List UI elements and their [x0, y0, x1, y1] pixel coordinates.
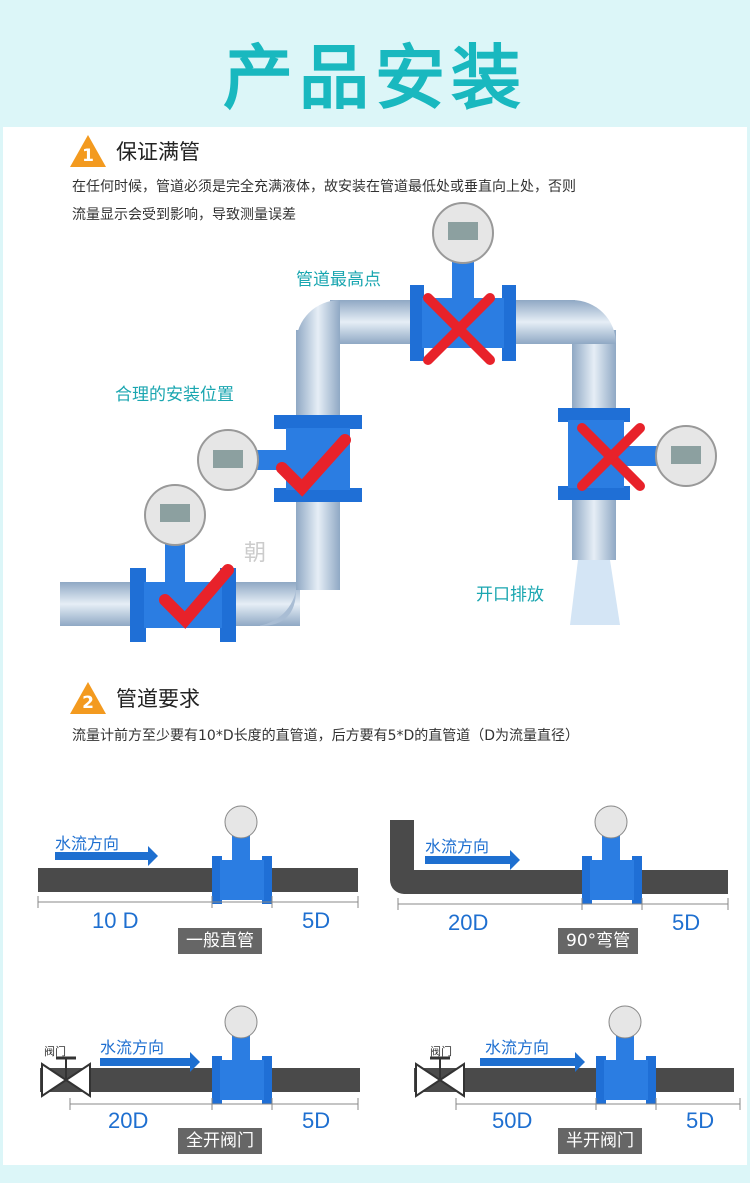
- warning-triangle-icon: 2: [68, 680, 108, 716]
- downstream-length: 5D: [302, 1108, 331, 1133]
- flow-direction-label: 水流方向: [55, 836, 120, 853]
- flow-arrow-icon: [425, 850, 520, 870]
- section2-title: 管道要求: [116, 687, 200, 711]
- check-mark-icon: [159, 564, 234, 629]
- panel-half-valve: [414, 1005, 741, 1110]
- frame-bottom: [0, 1165, 750, 1183]
- cross-mark-icon: [423, 293, 495, 365]
- valve-icon: [415, 1062, 442, 1098]
- cross-mark-icon: [577, 423, 645, 491]
- flow-arrow-icon: [480, 1052, 585, 1072]
- upstream-length: 20D: [108, 1108, 149, 1133]
- label-highest-point: 管道最高点: [296, 270, 381, 290]
- flow-direction-label: 水流方向: [425, 839, 490, 856]
- flow-arrow-icon: [55, 846, 158, 866]
- check-mark-icon: [276, 434, 351, 497]
- upstream-length: 20D: [448, 910, 489, 935]
- section2-heading: 2 管道要求: [68, 680, 200, 716]
- section1-heading: 1 保证满管: [68, 133, 200, 169]
- section1-description: 在任何时候，管道必须是完全充满液体，故安装在管道最低处或垂直向上处，否则 流量显…: [72, 173, 576, 229]
- panel-caption: 90°弯管: [558, 928, 639, 954]
- panel-caption: 半开阀门: [558, 1128, 642, 1154]
- valve-label: 阀门: [430, 1046, 452, 1058]
- label-open-outlet: 开口排放: [476, 585, 544, 605]
- valve-label: 阀门: [44, 1046, 66, 1058]
- downstream-length: 5D: [686, 1108, 715, 1133]
- panel-straight-pipe: [37, 805, 359, 908]
- section1-number: 1: [82, 146, 94, 166]
- frame-left: [0, 127, 3, 1183]
- flow-direction-label: 水流方向: [100, 1040, 165, 1057]
- section2-description: 流量计前方至少要有10*D长度的直管道，后方要有5*D的直管道（D为流量直径）: [72, 728, 580, 744]
- downstream-length: 5D: [302, 908, 331, 933]
- panel-90-elbow: [390, 805, 729, 910]
- upstream-length: 50D: [492, 1108, 533, 1133]
- label-reasonable-position: 合理的安装位置: [115, 385, 234, 405]
- watermark: 朝: [244, 541, 267, 566]
- section1-desc-line1: 在任何时候，管道必须是完全充满液体，故安装在管道最低处或垂直向上处，否则: [72, 179, 576, 195]
- panel-caption: 全开阀门: [178, 1128, 262, 1154]
- page-title: 产品安装: [223, 37, 527, 119]
- downstream-length: 5D: [672, 910, 701, 935]
- flow-direction-label: 水流方向: [485, 1040, 550, 1057]
- section2-number: 2: [82, 693, 94, 713]
- warning-triangle-icon: 1: [68, 133, 108, 169]
- valve-icon: [41, 1062, 68, 1098]
- section1-title: 保证满管: [116, 140, 200, 164]
- frame-right: [747, 127, 750, 1183]
- panel-full-valve: [40, 1005, 360, 1110]
- header-banner: 产品安装: [0, 0, 750, 127]
- panel-caption: 一般直管: [178, 928, 262, 954]
- full-pipe-diagram: [60, 202, 717, 642]
- flow-arrow-icon: [100, 1052, 200, 1072]
- water-outflow: [570, 560, 620, 625]
- upstream-length: 10 D: [92, 908, 139, 933]
- section1-desc-line2: 流量显示会受到影响，导致测量误差: [72, 207, 296, 223]
